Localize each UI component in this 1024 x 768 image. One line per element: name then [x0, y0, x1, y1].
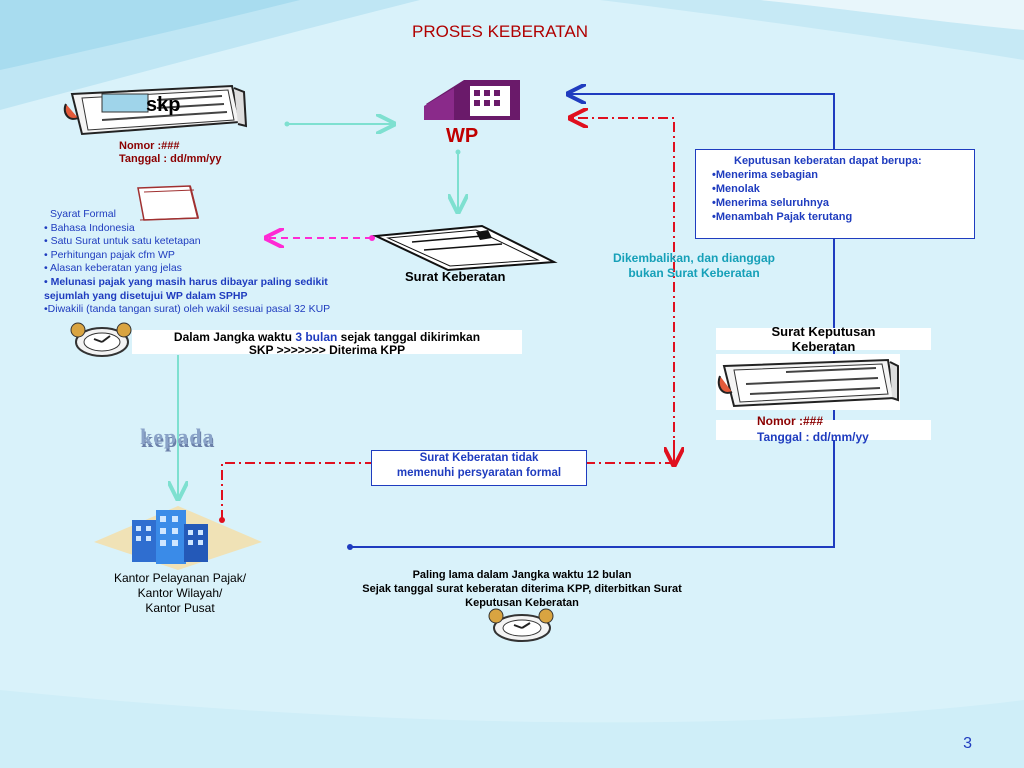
paling-lama-line: Sejak tanggal surat keberatan diterima K…: [362, 583, 682, 595]
wp-building-icon: [424, 80, 520, 120]
decision-path-blue: [350, 94, 835, 548]
paling-lama-line: Paling lama dalam Jangka waktu 12 bulan: [412, 569, 632, 581]
newspaper-icon: [63, 84, 247, 136]
kantor-line: Kantor Pusat: [145, 601, 215, 615]
kepada-label: kepada: [140, 424, 215, 449]
syarat-heading: Syarat Formal: [50, 208, 116, 220]
syarat-item: •Diwakili (tanda tangan surat) oleh waki…: [44, 303, 331, 316]
jangka-post: sejak tanggal dikirimkan: [337, 330, 481, 344]
paling-lama-line: Keputusan Keberatan: [465, 597, 579, 609]
skp-nomor: Nomor :###: [119, 140, 180, 152]
surat-keputusan-title-line: Surat Keputusan: [771, 324, 876, 339]
letter-icon: [372, 224, 558, 272]
surat-keputusan-meta: [716, 420, 931, 440]
surat-keputusan-title: Surat Keputusan Keberatan: [716, 324, 931, 354]
alarm-clock-icon: [70, 322, 132, 357]
syarat-item: • Alasan keberatan yang jelas: [44, 262, 182, 275]
notepad-icon: [137, 185, 199, 221]
keputusan-item: •Menambah Pajak terutang: [712, 211, 853, 223]
jangka-highlight: 3 bulan: [295, 330, 338, 344]
keputusan-item: •Menerima sebagian: [712, 169, 818, 181]
kantor-line: Kantor Pelayanan Pajak/: [113, 571, 247, 585]
slide-title: PROSES KEBERATAN: [411, 22, 589, 41]
keputusan-heading: Keputusan keberatan dapat berupa:: [734, 155, 922, 167]
jangka-waktu-box: Dalam Jangka waktu 3 bulan sejak tanggal…: [132, 330, 522, 357]
page-number: 3: [963, 735, 972, 752]
wp-label: WP: [446, 125, 479, 147]
newspaper-box: [716, 354, 900, 410]
keputusan-box: Keputusan keberatan dapat berupa: •Mener…: [695, 149, 975, 239]
kantor-label: Kantor Pelayanan Pajak/ Kantor Wilayah/ …: [100, 571, 260, 616]
paling-lama-note: Paling lama dalam Jangka waktu 12 bulan …: [312, 568, 732, 610]
alarm-clock-icon: [488, 608, 554, 642]
office-buildings-icon: [94, 506, 262, 570]
kantor-line: Kantor Wilayah/: [137, 586, 223, 600]
surat-keberatan-label: Surat Keberatan: [405, 269, 506, 284]
skp-tanggal: Tanggal : dd/mm/yy: [119, 153, 222, 165]
newspaper-icon: [717, 358, 899, 408]
syarat-formal-list: Syarat Formal • Bahasa Indonesia • Satu …: [44, 208, 364, 317]
dikembalikan-note: Dikembalikan, dan dianggap bukan Surat K…: [588, 251, 800, 281]
syarat-item: • Melunasi pajak yang masih harus dibaya…: [44, 275, 328, 302]
surat-keputusan-title-box: [716, 328, 931, 350]
jangka-pre: Dalam Jangka waktu: [173, 330, 296, 344]
syarat-item: • Bahasa Indonesia: [44, 221, 135, 234]
surat-keputusan-title-line: Keberatan: [791, 339, 856, 354]
keputusan-item: •Menolak: [712, 183, 760, 195]
dikembalikan-line: bukan Surat Keberatan: [628, 266, 760, 280]
syarat-item: • Satu Surat untuk satu ketetapan: [44, 235, 201, 248]
surat-keputusan-nomor: Nomor :###: [757, 414, 824, 428]
dikembalikan-line: Dikembalikan, dan dianggap: [612, 251, 776, 265]
keputusan-item: •Menerima seluruhnya: [712, 197, 829, 209]
tidak-memenuhi-box: Surat Keberatan tidak memenuhi persyarat…: [371, 450, 587, 486]
syarat-item: • Perhitungan pajak cfm WP: [44, 248, 175, 261]
skp-label: skp: [146, 94, 181, 116]
jangka-line2: SKP >>>>>>> Diterima KPP: [248, 343, 406, 357]
surat-keputusan-tanggal: Tanggal : dd/mm/yy: [757, 430, 869, 444]
